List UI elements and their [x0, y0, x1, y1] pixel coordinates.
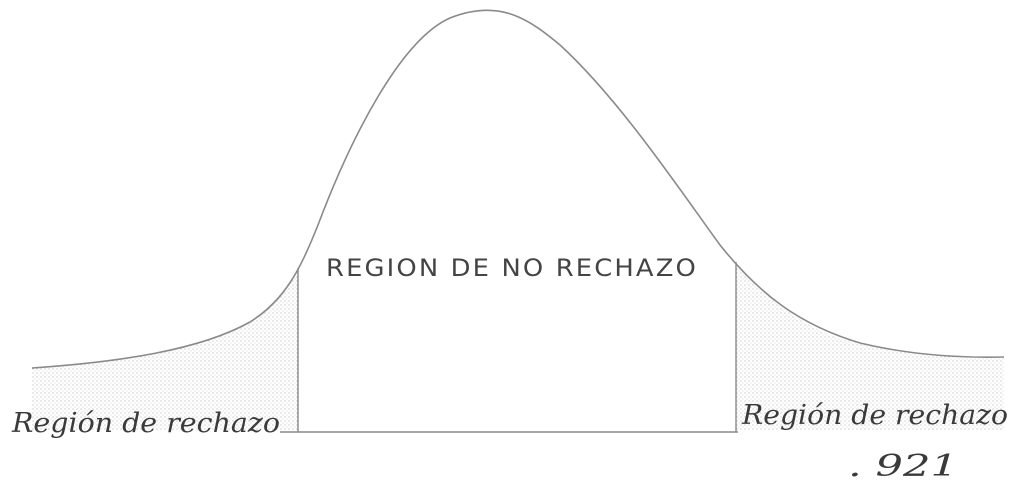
right-rejection-region-label: Región de rechazo [741, 400, 1008, 431]
bell-curve [31, 9, 1005, 369]
left-rejection-region-label: Región de rechazo [11, 408, 280, 439]
handwritten-number-note: . 921 [848, 449, 958, 482]
left-rejection-shading [32, 270, 298, 430]
right-rejection-shading [736, 265, 1004, 430]
non-rejection-region-label: REGION DE NO RECHAZO [326, 254, 698, 282]
